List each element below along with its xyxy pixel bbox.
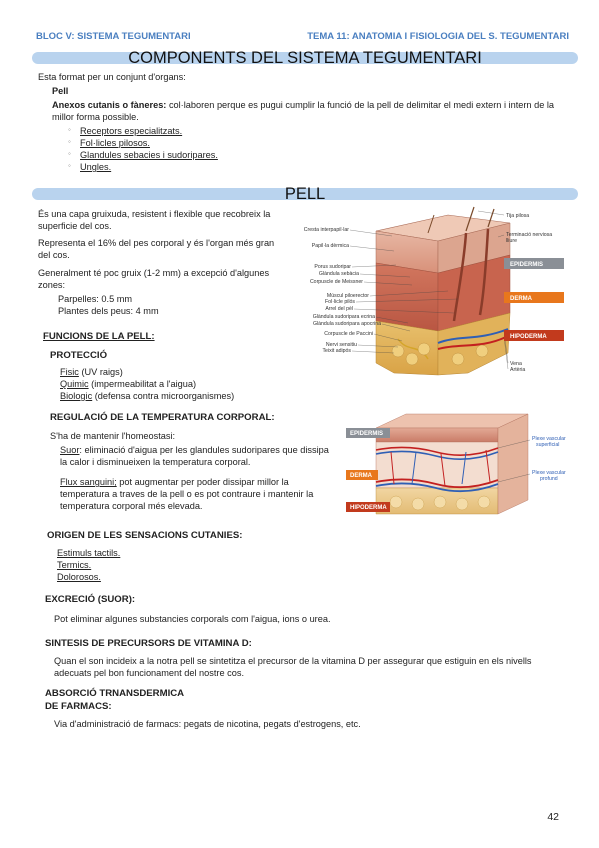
pell-intro: És una capa gruixuda, resistent i flexib… (38, 208, 288, 317)
pell-p3: Generalment té poc gruix (1-2 mm) a exce… (38, 267, 270, 290)
epidermis-tag (346, 428, 390, 438)
sensacions-block: ORIGEN DE LES SENSACIONS CUTANIES: Estim… (47, 530, 307, 583)
figure-label: Plexe vascular profund (532, 470, 567, 482)
regulacio-suor: Suor: eliminació d'aigua per les glandul… (60, 444, 329, 467)
epidermis-tag-label: EPIDERMIS (350, 431, 383, 437)
components-block: Esta format per un conjunt d'organs: Pel… (38, 71, 573, 173)
excrecio-text: Pot eliminar algunes substancies corpora… (54, 613, 331, 624)
figure-label: Glàndula sudoripara apocrina (313, 321, 381, 327)
figure-label: Terminació nerviosa lliure (506, 232, 554, 244)
vitamina-block: SINTESIS DE PRECURSORS DE VITAMINA D: Qu… (45, 638, 580, 679)
figure-label: Fol·licle pilós (325, 299, 355, 305)
list-item: Quimic (impermeabilitat a l'aigua) (60, 378, 197, 389)
figure-label: Múscul piloerector (327, 293, 369, 299)
list-item: ◦Ungles. (68, 160, 112, 172)
vitamina-text: Quan el son incideix a la notra pell se … (54, 655, 532, 678)
figure-label: Nervi sensitiu (326, 342, 357, 348)
figure-label: Tija pilosa (506, 213, 529, 219)
figure-label: Teixit adipós (322, 348, 351, 354)
pell-label: Pell (52, 86, 69, 97)
dermis-tag (346, 470, 378, 480)
excrecio-title: EXCRECIÓ (SUOR): (45, 594, 136, 605)
epidermis-layer (375, 427, 499, 443)
proteccio-block: PROTECCIÓ Fisic (UV raigs) Quimic (imper… (50, 350, 300, 402)
dermis-tag-label: DERMA (350, 473, 373, 479)
vascular-plexus-figure: EPIDERMIS DERMA HIPODERMA Plexe vascular… (346, 413, 567, 515)
list-item: Biologic (defensa contra microorganismes… (60, 390, 235, 401)
figure-label: Glàndula sebàcia (319, 271, 359, 277)
header-block-title: BLOC V: SISTEMA TEGUMENTARI (36, 31, 191, 42)
section-title-pell: PELL (284, 185, 326, 203)
pell-p2: Representa el 16% del pes corporal y és … (38, 238, 275, 261)
epidermis-tag (504, 258, 564, 269)
list-item: ◦Glandules sebacies i sudoripares. (68, 148, 218, 160)
regulacio-block: REGULACIÓ DE LA TEMPERATURA CORPORAL: S'… (50, 412, 340, 513)
figure-label: Arrel del pèl (325, 306, 353, 312)
hypodermis-tag (346, 502, 390, 512)
dermis-tag (504, 292, 564, 303)
hypodermis-layer (375, 320, 439, 376)
dermis-layer (375, 262, 439, 332)
dermis-tag-label: DERMA (510, 296, 533, 302)
list-item: ◦Receptors especialitzats. (68, 124, 183, 136)
excrecio-block: EXCRECIÓ (SUOR): Pot eliminar algunes su… (45, 594, 565, 625)
figure-label: Glàndula sudoripara ecrina (313, 314, 375, 320)
proteccio-title: PROTECCIÓ (50, 350, 108, 361)
header-topic-title: TEMA 11: ANATOMIA I FISIOLOGIA DEL S. TE… (307, 31, 569, 42)
pell-zone-thickness: Parpelles: 0.5 mm (58, 293, 133, 304)
list-item: Estimuls tactils. (57, 547, 121, 558)
figure-label: Plexe vascular superficial (532, 436, 567, 448)
list-item: ◦Fol·licles pilosos. (68, 136, 150, 148)
absorcio-block: ABSORCIÓ TRNANSDERMICA DE FARMACS: Via d… (45, 688, 565, 730)
absorcio-title: DE FARMACS: (45, 700, 112, 712)
figure-label: Papil·la dèrmica (312, 243, 349, 249)
absorcio-text: Via d'administració de farmacs: pegats d… (54, 719, 361, 730)
hypodermis-tag-label: HIPODERMA (510, 334, 547, 340)
dermis-layer (375, 441, 499, 489)
absorcio-title: ABSORCIÓ TRNANSDERMICA (45, 688, 185, 699)
components-intro: Esta format per un conjunt d'organs: (38, 72, 186, 82)
funcions-title: FUNCIONS DE LA PELL: (43, 331, 155, 342)
section-title-components: COMPONENTS DEL SISTEMA TEGUMENTARI (128, 49, 482, 67)
annex-text: col·laboren perque es pugui cumplir la f… (52, 100, 555, 123)
page-number: 42 (547, 811, 559, 823)
skin-cross-section-figure: Cresta interpapil·lar Papil·la dèrmica P… (304, 206, 564, 376)
figure-label: Artèria (510, 367, 525, 373)
hypodermis-tag-label: HIPODERMA (350, 505, 387, 511)
figure-label: Cresta interpapil·lar (304, 227, 350, 233)
figure-label: Corpuscle de Meissner (310, 279, 363, 285)
figure-label: Corpuscle de Paccini (324, 331, 373, 337)
pell-zone-thickness: Plantes dels peus: 4 mm (58, 305, 159, 316)
figure-label: Vena (510, 361, 522, 367)
sensacions-title: ORIGEN DE LES SENSACIONS CUTANIES: (47, 530, 243, 541)
annex-paragraph: Anexos cutanis o fàneres: col·laboren pe… (52, 99, 573, 123)
section-bar-components (32, 52, 578, 64)
section-bar-pell (32, 188, 578, 200)
annex-list: ◦Receptors especialitzats. ◦Fol·licles p… (52, 125, 573, 174)
regulacio-flux: Flux sanguini; pot augmentar per poder d… (60, 477, 314, 512)
hypodermis-tag (504, 330, 564, 341)
list-item: Dolorosos. (57, 571, 101, 582)
regulacio-intro: S'ha de mantenir l'homeostasi: (50, 430, 176, 441)
regulacio-title: REGULACIÓ DE LA TEMPERATURA CORPORAL: (50, 412, 275, 423)
pell-p1: És una capa gruixuda, resistent i flexib… (38, 209, 271, 232)
list-item: Termics. (57, 559, 92, 570)
annex-label: Anexos cutanis o fàneres: (52, 100, 167, 111)
epidermis-tag-label: EPIDERMIS (510, 262, 543, 268)
list-item: Fisic (UV raigs) (60, 366, 123, 377)
vitamina-title: SINTESIS DE PRECURSORS DE VITAMINA D: (45, 638, 252, 649)
figure-label: Porus sudoripar (314, 264, 351, 270)
